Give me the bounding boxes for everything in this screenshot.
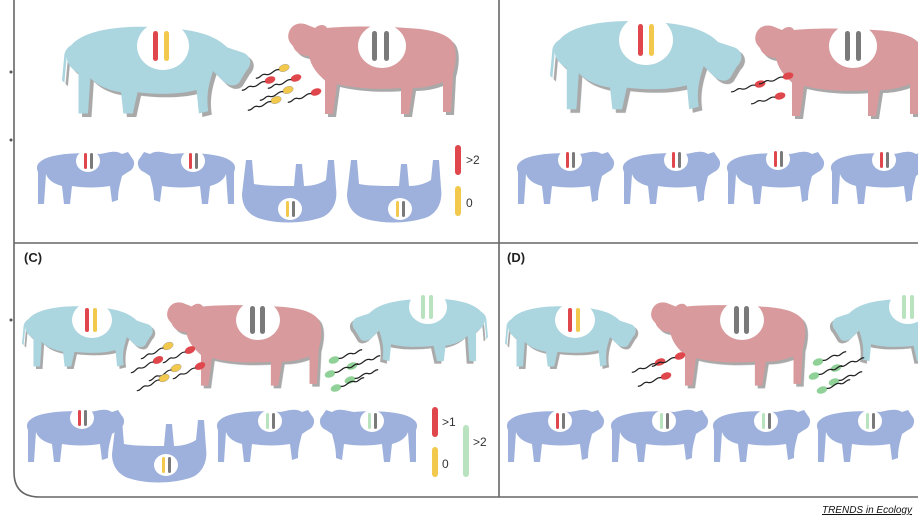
sperm-cluster-d-2	[807, 347, 866, 396]
chromosome-disc-a-cow	[137, 22, 189, 70]
panel-d	[505, 290, 918, 462]
panel-label-c: (C)	[24, 250, 42, 265]
panel-b	[516, 15, 918, 204]
legend-c-high-label: >1	[442, 415, 456, 429]
panel-c: >1 0 >2	[22, 290, 488, 483]
panel-a: >2 0	[36, 22, 480, 223]
legend-a-high-label: >2	[466, 153, 480, 167]
panel-label-d: (D)	[507, 250, 525, 265]
sperm-cluster-c-1	[128, 339, 208, 395]
journal-credit: TRENDS in Ecology	[821, 505, 912, 516]
sperm-cluster-a	[240, 62, 323, 115]
sperm-cluster-c-2	[323, 345, 382, 394]
legend-a-low-label: 0	[466, 196, 473, 210]
sperm-cluster-d-1	[630, 350, 687, 391]
legend-c: >1 0 >2	[432, 407, 487, 477]
legend-c-low-label: 0	[442, 457, 449, 471]
chromosome-disc-a-bull	[358, 24, 406, 68]
legend-c-green-label: >2	[473, 435, 487, 449]
panel-frames	[13, 0, 918, 498]
legend-a: >2 0	[455, 145, 480, 216]
sperm-cluster-b	[729, 70, 795, 108]
left-margin-marks	[9, 70, 13, 322]
